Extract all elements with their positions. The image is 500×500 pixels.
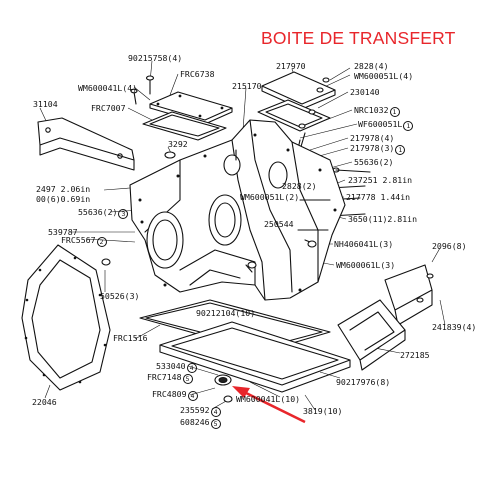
label-3292: 3292 xyxy=(168,139,188,149)
label-217970: 217970 xyxy=(276,61,306,71)
label-2497-b: 00(6)0.69in xyxy=(36,194,91,204)
label-272185: 272185 xyxy=(400,350,430,360)
label-90217976: 90217976(8) xyxy=(336,377,391,387)
label-wm600051l4: WM600051L(4) xyxy=(354,71,414,81)
label-2497: 2497 2.06in xyxy=(36,184,91,194)
label-wm600041l4: WM600041L(4) xyxy=(78,83,138,93)
label-217978-4: 217978(4) xyxy=(350,133,395,143)
label-55636-2-left: 55636(2)3 xyxy=(78,208,129,219)
label-241839: 241839(4) xyxy=(432,322,477,332)
label-frc7007: FRC7007 xyxy=(91,103,126,113)
label-wm600061l3: WM600061L(3) xyxy=(336,260,396,270)
label-3819: 3819(10) xyxy=(303,406,343,416)
label-frc1516: FRC1516 xyxy=(113,333,148,343)
label-215170: 215170 xyxy=(232,81,262,91)
diagram-title: BOITE DE TRANSFERT xyxy=(261,28,456,48)
label-250544: 250544 xyxy=(264,219,294,229)
label-2828-2: 2828(2) xyxy=(282,181,317,191)
label-237251: 237251 2.81in xyxy=(348,175,413,185)
label-2828-4: 2828(4) xyxy=(354,61,389,71)
transfer-box-housing xyxy=(101,119,346,301)
red-arrow xyxy=(232,386,306,424)
label-50526-3: 50526(3) xyxy=(100,291,140,301)
label-31104: 31104 xyxy=(33,99,58,109)
label-wm600041l10: WM600041L(10) xyxy=(236,394,301,404)
label-217778: 217778 1.44in xyxy=(346,192,411,202)
top-right-plates xyxy=(257,71,371,217)
bottom-pan xyxy=(139,299,351,403)
label-539787: 539787 xyxy=(48,227,78,237)
label-nh406041l3: NH406041L(3) xyxy=(334,239,394,249)
top-cover xyxy=(130,75,233,141)
label-3650: 3650(11)2.81in xyxy=(348,214,418,224)
label-frc6738: FRC6738 xyxy=(180,69,215,79)
bracket-31104 xyxy=(37,117,135,171)
label-90212104: 90212104(10) xyxy=(196,308,256,318)
gasket-22046 xyxy=(21,244,111,391)
label-230140: 230140 xyxy=(350,87,380,97)
label-55636-2-right: 55636(2) xyxy=(354,157,394,167)
label-wm600051l2: WM600051L(2) xyxy=(240,192,300,202)
right-brackets xyxy=(337,264,434,371)
label-2096-8: 2096(8) xyxy=(432,241,467,251)
label-90215758: 90215758(4) xyxy=(128,53,183,63)
label-22046: 22046 xyxy=(32,397,57,407)
label-217978-3: 217978(3)1 xyxy=(350,144,406,155)
